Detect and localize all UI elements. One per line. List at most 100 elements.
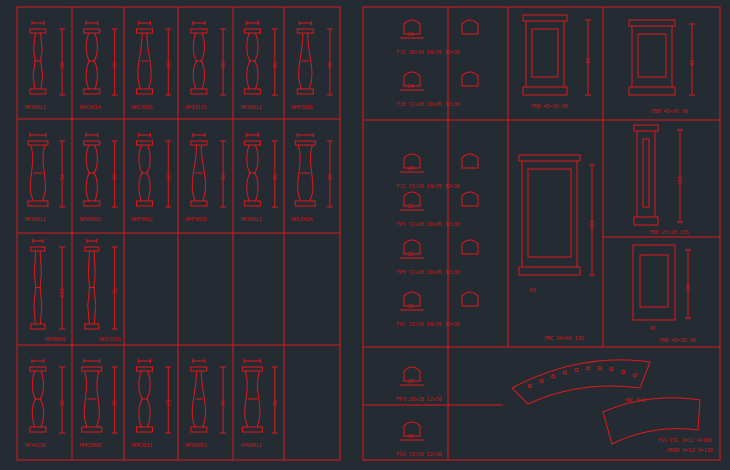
rail-width-label: 25 (408, 304, 414, 310)
pillar-panel (527, 168, 572, 258)
pillar-base (522, 86, 568, 96)
pillar-shaft (521, 160, 578, 268)
baluster-elevation (243, 21, 261, 95)
baluster-elevation (83, 21, 101, 95)
baluster-code: HPX8002 (45, 337, 66, 343)
pillar-shaft (632, 244, 676, 321)
dimension-line (59, 246, 66, 330)
baluster-profile (244, 370, 261, 428)
rail-profile (461, 239, 479, 255)
dimension-line (220, 140, 227, 208)
rail-profile (403, 19, 421, 35)
arc-code: YRC 6×3 (625, 398, 646, 404)
dimension-label: 76 (58, 174, 64, 180)
rail-hole (551, 374, 556, 379)
dimension-line (271, 366, 278, 434)
pillar-elevation (633, 124, 659, 226)
handrail-section (400, 19, 479, 39)
baluster-base (136, 200, 154, 207)
rail-hole (574, 367, 579, 372)
baluster-base (136, 88, 154, 95)
arc-code: PRBX R=12 X=130 (668, 448, 713, 454)
baluster-code: HPX3210 (100, 337, 121, 343)
baluster-cap (136, 28, 154, 34)
baluster-profile (192, 32, 205, 90)
dimension-label: 82 (111, 400, 117, 406)
baluster-elevation (136, 133, 154, 207)
baluster-elevation (190, 133, 208, 207)
dimension-label: 95 (111, 62, 117, 68)
baluster-elevation (190, 21, 208, 95)
baluster-cap (136, 366, 154, 372)
baluster-profile (191, 370, 207, 428)
rail-hole (598, 366, 603, 371)
baluster-cap (84, 246, 100, 252)
dimension-label: 63 (164, 400, 170, 406)
baluster-cap (243, 28, 261, 34)
baluster-elevation (84, 239, 100, 330)
baluster-base (241, 426, 263, 433)
rail-profile (461, 153, 479, 169)
baluster-profile (85, 32, 98, 90)
rail-profile (461, 291, 479, 307)
rail-profile (461, 71, 479, 87)
baluster-profile (246, 32, 259, 90)
baluster-cap (30, 246, 46, 252)
dimension-label: 75 (111, 288, 117, 294)
rail-hole (586, 366, 591, 371)
rail-width-label: 24 (408, 32, 414, 38)
baluster-cap (81, 366, 103, 372)
rail-code: FP3 28×28 12×38 (397, 397, 442, 403)
baluster-base (190, 200, 208, 207)
rail-width-label: 24 (408, 166, 414, 172)
baluster-elevation (81, 359, 103, 433)
dimension-line (165, 366, 172, 434)
baluster-elevation (136, 359, 154, 433)
baluster-code: HPF3010 (186, 217, 207, 223)
rail-code: FJS 35×30 18×35 32×30 (397, 50, 460, 56)
baluster-base (27, 200, 49, 207)
baluster-cap (29, 366, 47, 372)
pillar-code: FBE 45×25 90 (660, 338, 696, 344)
pillar-elevation (522, 14, 568, 96)
baluster-code: HPX4230 (25, 443, 46, 449)
pillar-base (518, 266, 581, 276)
dimension-label: 90 (271, 174, 277, 180)
dimension-label: 78 (219, 174, 225, 180)
pillar-width-label: 60 (530, 288, 536, 294)
baluster-elevation (30, 239, 46, 330)
dimension-line (165, 28, 172, 96)
baluster-cap (83, 28, 101, 34)
handrail-section (400, 421, 424, 441)
baluster-profile (138, 144, 151, 202)
baluster-code: HPK3008 (80, 443, 101, 449)
dimension-line (111, 246, 118, 330)
pillar-base (633, 216, 659, 226)
baluster-base (243, 200, 261, 207)
dimension-line (589, 164, 595, 276)
pillar-cap (633, 124, 659, 132)
baluster-base (84, 323, 100, 330)
baluster-profile (87, 250, 97, 325)
handrail-section (400, 191, 479, 211)
baluster-cap (83, 140, 101, 146)
handrail-section (400, 71, 479, 91)
baluster-base (243, 88, 261, 95)
rail-width-label: 25 (408, 204, 414, 210)
handrail-section (400, 366, 424, 386)
baluster-elevation (296, 21, 314, 95)
dimension-label: 98 (326, 174, 332, 180)
baluster-cap (294, 140, 316, 146)
rail-code: FJC 72×28 18×35 32×38 (397, 184, 460, 190)
rail-width-label: 24 (408, 84, 414, 90)
dimension-label: 90 (584, 58, 590, 64)
rail-profile (403, 366, 421, 382)
baluster-base (190, 88, 208, 95)
rail-code: FJB 72×28 18×35 32×30 (397, 102, 460, 108)
dimension-label: 90 (164, 62, 170, 68)
baluster-code: HPG6012 (241, 443, 262, 449)
baluster-base (190, 426, 208, 433)
handrail-section (400, 153, 479, 173)
dimension-line (685, 249, 691, 319)
